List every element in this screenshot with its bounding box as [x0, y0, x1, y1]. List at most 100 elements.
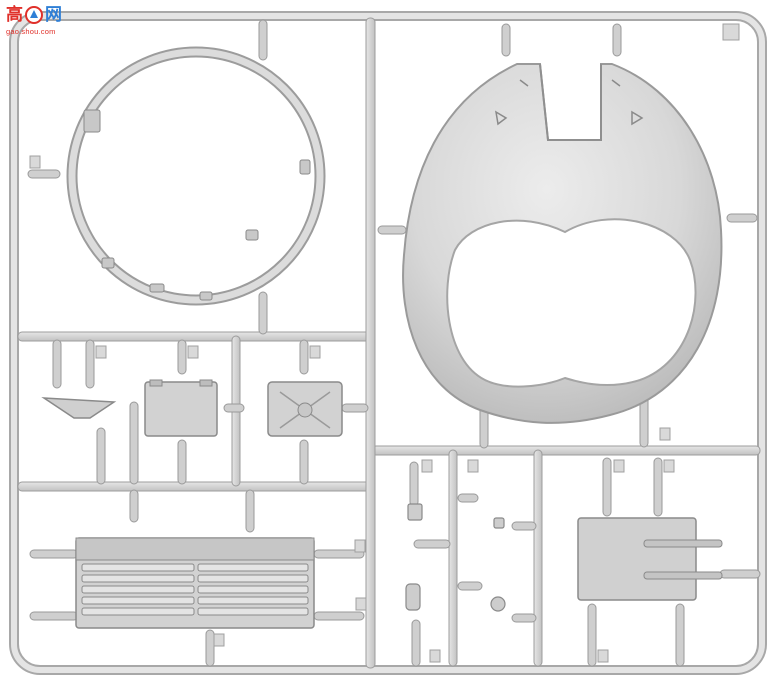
small-part	[407, 503, 423, 521]
stub	[511, 613, 537, 623]
hatch-plate-part	[267, 381, 343, 437]
small-plate-part	[144, 379, 218, 437]
turret-shell-part	[402, 63, 723, 424]
stub	[377, 225, 407, 235]
box-part	[577, 517, 723, 601]
watermark: 高 网 gao.shou.com	[6, 4, 70, 38]
stub	[96, 427, 106, 485]
stub	[223, 403, 245, 413]
ring-lugs	[83, 109, 311, 301]
part-tags	[29, 23, 740, 663]
runner-h-left-lower	[17, 481, 371, 492]
tag	[213, 633, 225, 647]
wedge-part	[41, 397, 117, 419]
tag	[354, 539, 366, 553]
stub	[602, 457, 612, 517]
stub	[205, 629, 215, 667]
detail	[519, 79, 529, 87]
outer-frame	[9, 11, 767, 675]
tag	[659, 427, 671, 441]
small-parts	[405, 503, 506, 612]
box-bar	[643, 571, 723, 580]
stub	[85, 339, 95, 389]
stub	[726, 213, 758, 223]
tag	[663, 459, 675, 473]
hatch-cap	[297, 402, 313, 418]
stub	[299, 439, 309, 485]
lug	[199, 291, 213, 301]
stub	[129, 401, 139, 485]
ring-inner	[68, 48, 324, 304]
small-part	[405, 583, 421, 611]
slat	[197, 607, 309, 616]
detail	[631, 110, 644, 126]
stub	[52, 339, 62, 389]
stub	[653, 457, 663, 517]
stub	[299, 339, 309, 375]
tag	[597, 649, 609, 663]
stub	[129, 489, 139, 523]
lug	[101, 257, 115, 269]
stub	[409, 461, 419, 507]
stub	[675, 603, 685, 667]
plate-tab	[149, 379, 163, 387]
stub	[177, 339, 187, 375]
grille-slats	[81, 563, 309, 616]
lug	[83, 109, 101, 133]
runner-h-middle	[17, 331, 371, 342]
runner-grid	[17, 331, 761, 492]
stub	[27, 169, 61, 179]
slat	[197, 574, 309, 583]
frame-border-highlight	[11, 13, 765, 673]
runner-v-center	[365, 17, 376, 669]
stub	[719, 569, 761, 579]
tag	[429, 649, 441, 663]
watermark-logo-row: 高 网	[6, 4, 70, 26]
tag	[355, 597, 367, 611]
watermark-url: gao.shou.com	[6, 27, 56, 36]
slat	[197, 563, 309, 572]
slat	[197, 585, 309, 594]
tag	[95, 345, 107, 359]
detail	[494, 110, 508, 126]
wedge	[41, 397, 117, 419]
stub	[177, 439, 187, 485]
runner-v-right-b	[533, 449, 543, 667]
stub	[457, 581, 483, 591]
lug	[245, 229, 259, 241]
gate-stubs	[27, 19, 761, 667]
watermark-char-1: 高	[6, 5, 23, 25]
lug	[299, 159, 311, 175]
slat	[81, 585, 195, 594]
stub	[341, 403, 369, 413]
tag	[613, 459, 625, 473]
tag	[187, 345, 199, 359]
stub	[245, 489, 255, 533]
runner-v-right-a	[448, 449, 458, 667]
tag	[309, 345, 321, 359]
grille-panel-part	[75, 537, 315, 629]
small-part	[493, 517, 505, 529]
runner-grid-vertical	[231, 17, 543, 669]
slat	[81, 607, 195, 616]
tag	[421, 459, 433, 473]
stub	[29, 549, 79, 559]
shell-notch	[539, 63, 602, 141]
watermark-logo-icon	[25, 6, 43, 24]
stub	[587, 603, 597, 667]
tag	[467, 459, 479, 473]
stub	[457, 493, 479, 503]
lug	[149, 283, 165, 293]
grille-top	[75, 537, 315, 561]
box-body	[577, 517, 697, 601]
slat	[81, 563, 195, 572]
stub	[612, 23, 622, 57]
shell-opening	[446, 218, 697, 388]
small-part	[490, 596, 506, 612]
runner-h-right-middle	[371, 445, 761, 456]
shell-details	[494, 79, 644, 126]
slat	[197, 596, 309, 605]
watermark-char-2: 网	[45, 5, 62, 25]
tag	[29, 155, 41, 169]
